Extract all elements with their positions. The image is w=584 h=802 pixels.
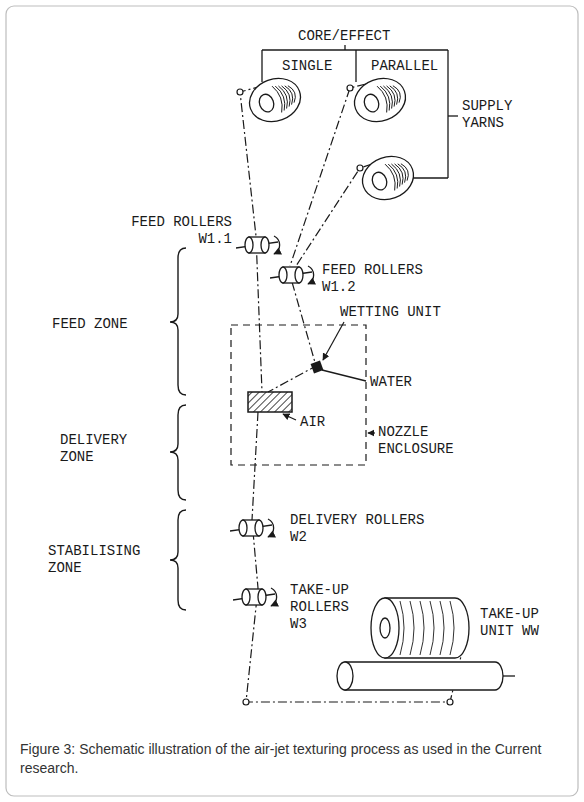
part-label: AIR [300,414,325,431]
supply-package [356,149,419,206]
part-label: WETTING UNIT [340,304,441,321]
package-windings [401,162,411,180]
part-label: TAKE-UP UNIT WW [480,606,544,640]
part-label: DELIVERY ZONE [60,432,142,466]
part-label: FEED ZONE [52,316,128,333]
package-outline [348,71,411,128]
nozzle-enclosure: NOZZLE ENCLOSURE [230,324,466,466]
package-outline [356,149,419,206]
part-label: CORE/EFFECT [298,28,390,45]
package-tube [362,92,381,114]
package-tube [257,92,276,114]
roller-end [239,520,247,536]
package-windings [393,84,403,102]
air-jet-nozzle [248,392,292,412]
package-windings [410,601,414,655]
roller-end [255,520,263,536]
leader-line [323,322,344,360]
roller-end [242,589,250,605]
wetting-unit [311,361,324,374]
roller-pair [233,588,277,606]
package-tube [370,170,389,192]
rotation-arrow [308,266,314,284]
part-label: FEED ROLLERS W1.1 [122,214,232,248]
roller-end [245,237,253,253]
figure-frame [6,6,578,796]
roller-end [258,589,266,605]
rotation-arrow [268,519,274,537]
roller-pair [236,236,280,254]
part-label: TAKE-UP ROLLERS W3 [290,582,365,633]
part-label: STABILISING ZONE [48,543,148,577]
roller-pair [230,519,274,537]
package-windings [400,601,404,655]
zone-braces [170,248,186,610]
roller-end [295,267,303,283]
part-label: FEED ROLLERS W1.2 [322,262,440,296]
water-line [322,370,366,381]
rotation-arrow [274,236,280,254]
enclosure-label: NOZZLE ENCLOSURE [378,424,462,458]
package-windings [430,601,434,655]
leader-line [368,432,375,433]
roller-end [279,267,287,283]
rotation-arrow [271,588,277,606]
part-label: SINGLE [282,58,332,75]
air-arrow [283,414,296,420]
part-label: SUPPLY YARNS [462,98,524,132]
roller-pair [270,266,314,284]
package-windings [450,601,454,655]
package-windings [420,601,424,655]
part-label: WATER [370,374,412,391]
package-windings [400,601,454,655]
part-label: DELIVERY ROLLERS W2 [290,512,440,546]
supply-package [348,71,411,128]
dashed-enclosure [231,325,366,465]
package-windings [440,601,444,655]
supply-package [243,71,306,128]
part-label: PARALLEL [371,58,438,75]
package-windings [288,84,298,102]
roller-end [261,237,269,253]
figure-caption: Figure 3: Schematic illustration of the … [20,740,565,778]
package-outline [243,71,306,128]
